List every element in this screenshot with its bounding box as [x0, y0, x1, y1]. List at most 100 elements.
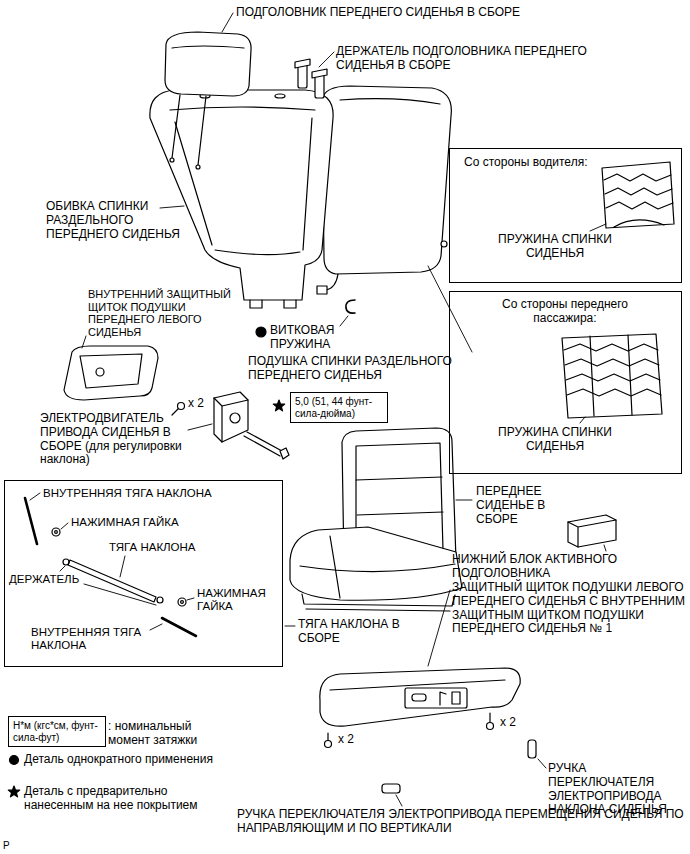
torque-legend-box: Н*м (кгс*см, фунт-сила-фут)	[8, 716, 106, 747]
cable-connector	[317, 286, 327, 294]
stay-end	[196, 165, 200, 169]
bolt	[244, 436, 280, 456]
spring-wire	[565, 359, 659, 366]
cable-wire	[326, 274, 338, 290]
part-label: ПЕРЕДНЕЕ СИДЕНЬЕ В СБОРЕ	[476, 485, 576, 526]
leader-line	[61, 523, 68, 529]
quantity-label: x 2	[338, 733, 374, 747]
part-label: Со стороны водителя:	[464, 156, 664, 170]
active-headrest-block-drawing	[568, 515, 616, 547]
legend-entry: : номинальный момент затяжки	[108, 720, 228, 748]
headrest-stay	[198, 96, 206, 165]
headrest-seam	[172, 46, 244, 48]
recline-knob	[528, 740, 536, 758]
coil-spring	[346, 300, 355, 313]
spring-frame	[562, 334, 662, 418]
seatback-pad	[322, 86, 451, 274]
seat-frame-drawing	[290, 428, 462, 611]
part-label: НАЖИМНАЯ ГАЙКА	[71, 516, 211, 529]
leader-line	[538, 759, 546, 768]
inset-box: Со стороны переднего пассажира:ПРУЖИНА С…	[449, 291, 682, 474]
leader-line	[30, 493, 40, 500]
legend-dot	[10, 756, 19, 765]
leader-line	[590, 224, 606, 231]
spring-frame	[602, 162, 674, 228]
cover-tab	[250, 300, 296, 308]
switch-panel	[405, 688, 467, 708]
leader-line	[340, 316, 348, 326]
headrest-support-drawing	[295, 59, 327, 98]
frame-bar	[357, 512, 443, 515]
part-label: РУЧКА ПЕРЕКЛЮЧАТЕЛЯ ЭЛЕКТРОПРИВОДА ПЕРЕМ…	[237, 808, 685, 836]
cushion-seam	[330, 536, 340, 598]
screw-shank	[489, 713, 490, 722]
inner-shield	[64, 346, 158, 400]
leader-line	[428, 590, 450, 666]
part-label: ВИТКОВАЯ ПРУЖИНА	[270, 324, 350, 352]
spring-wire	[628, 335, 632, 415]
switch-icon	[452, 692, 460, 704]
push-nut	[178, 598, 186, 606]
screw-head	[325, 741, 332, 748]
cushion-seam	[300, 564, 455, 572]
holder	[157, 597, 163, 603]
block-edge	[568, 520, 616, 547]
precoated-star	[273, 400, 284, 411]
legend-text: Деталь с предварительно нанесенным на не…	[24, 784, 198, 812]
leader-line	[456, 500, 472, 501]
legend-text: : номинальный момент затяжки	[108, 719, 197, 747]
bolt-end	[280, 448, 289, 459]
driver-spring-drawing	[602, 162, 674, 228]
spring-wire	[614, 220, 664, 227]
cushion-shield-drawing	[320, 668, 520, 748]
cover-seam	[175, 122, 212, 245]
leader-lines	[30, 13, 606, 806]
holder	[63, 559, 69, 565]
legend-text: Деталь однократного применения	[24, 752, 213, 766]
part-label: ТЯГА НАКЛОНА В СБОРЕ	[298, 618, 408, 646]
inset-heading: Со стороны переднего пассажира:	[490, 298, 640, 326]
inner-rod	[25, 498, 37, 544]
leader-line	[428, 266, 472, 352]
screw-shank	[172, 409, 178, 415]
spring-wire	[564, 344, 658, 351]
leader-line	[222, 13, 233, 32]
headrest-stay	[172, 95, 180, 158]
part-label: НАЖИМНАЯ ГАЙКА	[197, 587, 279, 613]
pad-clip	[441, 241, 447, 247]
cover-seam	[303, 118, 312, 250]
leader-line	[285, 626, 295, 627]
legend-star	[8, 786, 19, 797]
push-nut	[52, 528, 60, 536]
part-label: ПОДГОЛОВНИК ПЕРЕДНЕГО СИДЕНЬЯ В СБОРЕ	[236, 6, 676, 20]
headrest-drawing	[165, 32, 251, 169]
shield-detail	[80, 354, 142, 388]
cover-hole	[275, 94, 285, 98]
inner-rod	[162, 618, 196, 636]
spring-wire	[590, 336, 594, 416]
figure-code: P	[3, 840, 23, 852]
part-label: ВНУТРЕННЯЯ ТЯГА НАКЛОНА	[43, 487, 243, 500]
screw-head	[178, 403, 185, 410]
motor-drawing	[214, 392, 289, 459]
support-collar	[295, 59, 310, 68]
part-label: ВНУТРЕННИЙ ЗАЩИТНЫЙ ЩИТОК ПОДУШКИ ПЕРЕДН…	[88, 288, 238, 339]
part-label: ОБИВКА СПИНКИ РАЗДЕЛЬНОГО ПЕРЕДНЕГО СИДЕ…	[46, 200, 196, 241]
headrest	[165, 32, 251, 96]
switch-icon	[412, 694, 426, 701]
part-label: ПОДУШКА СПИНКИ РАЗДЕЛЬНОГО ПЕРЕДНЕГО СИД…	[248, 355, 478, 383]
torque-box: 5,0 (51, 44 фунт-сила-дюйма)	[290, 392, 388, 423]
leader-line	[604, 545, 606, 551]
spring-wire	[606, 202, 673, 209]
active-headrest-block	[568, 515, 616, 547]
leader-line	[319, 52, 334, 67]
spring-wire	[604, 174, 671, 181]
single-use-dot	[256, 327, 266, 337]
seatback-pad-drawing	[322, 86, 451, 274]
screw-drawing	[172, 403, 185, 416]
support-collar	[312, 69, 327, 78]
passenger-spring-drawing	[562, 334, 662, 418]
cover-seam	[170, 107, 315, 110]
leader-line	[120, 556, 125, 577]
